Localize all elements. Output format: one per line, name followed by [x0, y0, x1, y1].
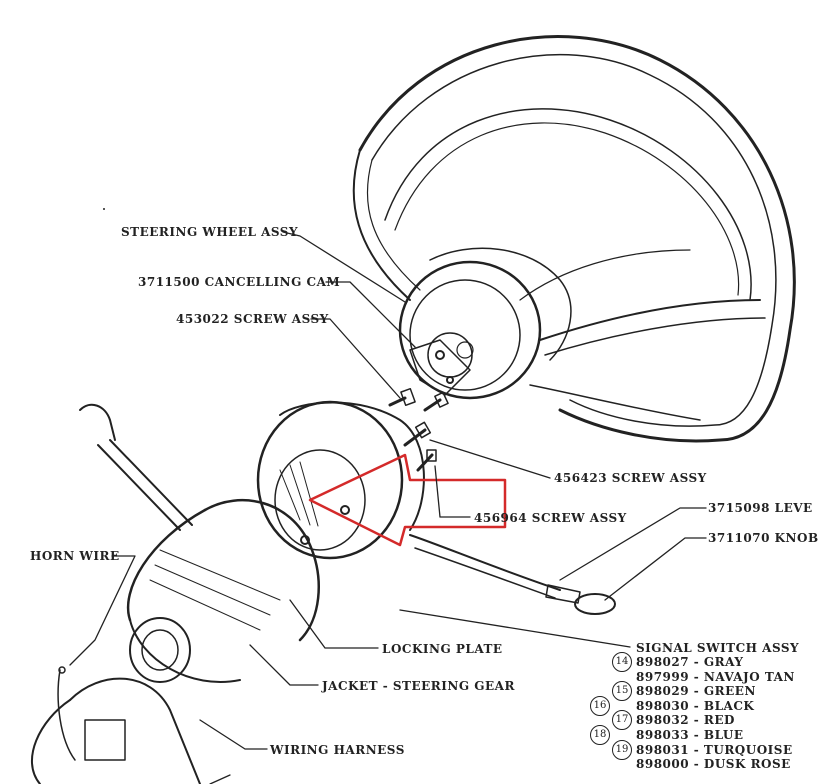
shift-rod — [79, 403, 193, 531]
steering-wheel — [352, 35, 796, 443]
item-number-badge: 14 — [612, 652, 632, 672]
red-highlight — [308, 453, 507, 547]
leader-lines — [69, 231, 707, 784]
label-lever: 3715098 LEVE — [708, 501, 813, 515]
color-code-entry: 898032 - RED — [636, 713, 735, 728]
signal-switch-housing — [256, 400, 425, 560]
color-code-entry: 898027 - GRAY — [636, 655, 744, 669]
label-horn-wire: HORN WIRE — [30, 549, 120, 563]
label-jacket: JACKET - STEERING GEAR — [322, 679, 515, 693]
color-code-entry: 897999 - NAVAJO TAN — [636, 669, 795, 684]
label-screw-453022: 453022 SCREW ASSY — [176, 312, 329, 326]
label-knob: 3711070 KNOB — [708, 531, 819, 545]
color-code-entry: 898033 - BLUE — [636, 728, 744, 742]
color-code-entry: 898000 - DUSK ROSE — [636, 757, 791, 772]
lower-column — [30, 666, 201, 784]
color-code-entry: 898031 - TURQUOISE — [636, 742, 793, 757]
item-number-badge: 18 — [590, 725, 610, 745]
label-wiring-harness: WIRING HARNESS — [270, 743, 405, 757]
item-number-badge: 17 — [612, 710, 632, 731]
item-number-badge: 16 — [590, 695, 610, 716]
label-signal-switch: SIGNAL SWITCH ASSY — [636, 641, 800, 655]
label-screw-456964: 456964 SCREW ASSY — [474, 511, 627, 525]
steering-jacket — [126, 498, 320, 683]
turn-signal-lever — [409, 534, 616, 615]
steering-column-illustration — [30, 35, 796, 784]
item-number-badge: 15 — [612, 681, 632, 702]
screw-456423 — [403, 421, 432, 447]
diagram-canvas: STEERING WHEEL ASSY 3711500 CANCELLING C… — [30, 35, 819, 784]
label-locking-plate: LOCKING PLATE — [382, 642, 503, 656]
screw-456964 — [416, 449, 437, 472]
color-code-entry: 898030 - BLACK — [636, 698, 755, 713]
label-steering-wheel-assy: STEERING WHEEL ASSY — [121, 225, 299, 239]
screw-cam — [423, 391, 449, 412]
screw-453022 — [388, 387, 416, 407]
label-cancelling-cam: 3711500 CANCELLING CAM — [138, 275, 341, 289]
color-code-entry: 898029 - GREEN — [636, 684, 756, 699]
item-number-badge: 19 — [612, 739, 632, 760]
label-screw-456423: 456423 SCREW ASSY — [554, 471, 707, 485]
